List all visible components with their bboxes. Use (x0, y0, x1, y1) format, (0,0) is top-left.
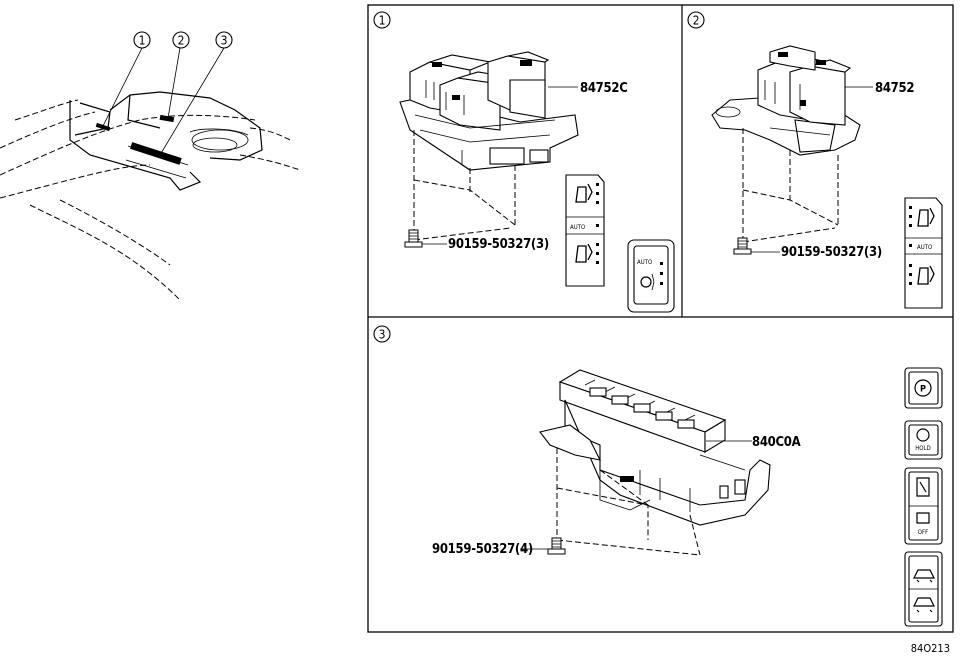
overview-switch-2 (159, 114, 175, 123)
p2-assembly-label: 84752 (875, 81, 914, 96)
switch-assembly-84752 (711, 45, 861, 156)
seat-heat-icon (575, 183, 593, 203)
overview-callout-3: 3 (215, 31, 233, 49)
panel-1-callout: 1 (379, 14, 386, 28)
svg-text:P: P (920, 385, 926, 395)
overview-callout-2: 2 (172, 31, 190, 49)
p1-seat-heater-switch: AUTO (565, 174, 605, 287)
overview-switch-1 (95, 122, 111, 132)
panel-2-callout: 2 (693, 14, 700, 28)
seat-cool-icon (575, 243, 593, 263)
overview-callout-1-text: 1 (139, 34, 146, 48)
brake-hold-switch: HOLD (904, 420, 943, 460)
p2-seat-cool-icon (917, 265, 935, 285)
vehicle-down-icon (913, 597, 935, 613)
switch-assembly-84752C (399, 51, 579, 171)
p2-auto-text: AUTO (917, 244, 932, 251)
p3-screw-icon (547, 537, 566, 555)
p1-screw-label: 90159-50327(3) (448, 237, 549, 252)
p1-assembly-label: 84752C (580, 81, 627, 96)
console-overview: 1 2 3 (0, 31, 301, 301)
p2-seat-heat-icon (917, 207, 935, 227)
switch-assembly-840C0A (539, 369, 771, 526)
traction-off-icon (916, 512, 930, 524)
hold-text: HOLD (915, 445, 930, 452)
p3-screw-label: 90159-50327(4) (432, 542, 533, 557)
panel-2: 2 84752 (687, 11, 943, 309)
p2-seat-heater-switch: AUTO (904, 197, 943, 309)
brake-hold-icon (916, 428, 930, 442)
panel-3-callout: 3 (379, 328, 386, 342)
p3-assembly-label: 840C0A (752, 435, 801, 450)
downhill-assist-icon (916, 477, 930, 497)
p2-screw-icon (733, 237, 752, 255)
p1-auto-text: AUTO (570, 224, 585, 231)
overview-callout-1: 1 (133, 31, 151, 49)
parking-brake-icon (914, 379, 932, 397)
drive-mode-switch: OFF (904, 467, 943, 545)
p1-auto-climate-switch: AUTO (627, 239, 675, 313)
vehicle-up-icon (913, 569, 935, 583)
overview-switch-3 (130, 142, 182, 165)
suspension-height-switch (904, 551, 943, 627)
p1-climate-auto-text: AUTO (637, 259, 652, 266)
panel-1: 1 84752C (373, 11, 675, 313)
overview-callout-3-text: 3 (221, 34, 228, 48)
p2-screw-label: 90159-50327(3) (781, 245, 882, 260)
off-text: OFF (918, 529, 928, 536)
p1-screw-icon (404, 229, 423, 248)
figure-id: 84O213 (911, 642, 950, 655)
overview-callout-2-text: 2 (178, 34, 185, 48)
steering-heat-icon (640, 276, 652, 288)
panel-3: 3 840C0A (373, 325, 943, 627)
parking-brake-switch: P (904, 367, 943, 409)
panel-frame-outer (367, 4, 954, 633)
